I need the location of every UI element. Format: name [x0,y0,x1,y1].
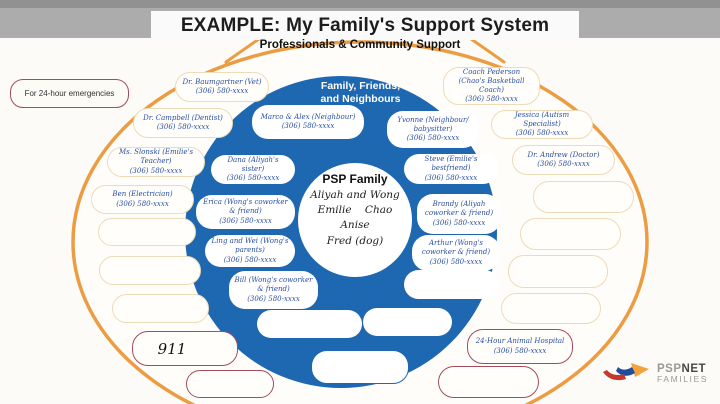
contact-name: Ben (Electrician) [112,190,173,199]
contact-oval-arthur: Arthur (Wong's coworker & friend) (306) … [412,235,500,271]
family-circle-label-line2: and Neighbours [320,93,401,106]
logo-families: FAMILIES [657,373,709,384]
contact-oval-bill: Bill (Wong's coworker & friend) (306) 58… [229,271,318,309]
contact-oval-campbell: Dr. Campbell (Dentist) (306) 580-xxxx [133,108,233,138]
contact-name: Steve (Emilie's bestfriend) [424,155,478,173]
contact-oval-pederson: Coach Pederson (Chao's Basketball Coach)… [443,67,540,105]
logo-psp: PSP [657,362,682,375]
emergency-note: For 24-hour emergencies [10,79,129,108]
contact-name: Dana (Aliyah's sister) [227,155,279,173]
empty-contact-oval [501,293,601,324]
contact-phone: (306) 580-xxxx [195,87,249,95]
contact-phone: (306) 580-xxxx [156,123,210,131]
contact-name: Ling and Wei (Wong's parents) [211,237,289,255]
contact-phone: (306) 580-xxxx [493,346,547,355]
contact-name: Yvonne (Neighbour/ babysitter) [397,115,469,133]
family-member: Fred (dog) [326,234,384,247]
contact-name: Ms. Slonski (Emilie's Teacher) [118,148,194,166]
contact-phone: (306) 580-xxxx [226,174,280,183]
contact-oval-animal-hospital: 24-Hour Animal Hospital (306) 580-xxxx [467,329,573,364]
logo-text: PSPNET FAMILIES [657,363,708,384]
contact-phone: (306) 580-xxxx [515,129,569,138]
empty-contact-oval [98,218,196,246]
psp-family-title: PSP Family [322,172,388,186]
contact-phone: (306) 580-xxxx [129,166,183,175]
contact-oval-ling-wei: Ling and Wei (Wong's parents) (306) 580-… [205,235,295,267]
contact-oval-steve: Steve (Emilie's bestfriend) (306) 580-xx… [404,154,498,184]
empty-contact-oval [508,255,608,288]
empty-emergency-oval [438,366,539,398]
contact-name: Arthur (Wong's coworker & friend) [421,239,491,257]
contact-phone: (306) 580-xxxx [281,122,335,130]
empty-contact-oval [363,308,452,336]
contact-name: Coach Pederson (Chao's Basketball Coach) [458,67,525,94]
contact-oval-dana: Dana (Aliyah's sister) (306) 580-xxxx [211,155,295,184]
title-box: EXAMPLE: My Family's Support System [151,11,579,40]
contact-phone: (306) 580-xxxx [247,294,300,303]
contact-name: 24-Hour Animal Hospital [475,337,565,346]
contact-name: Jessica (Autism Specialist) [514,110,570,128]
contact-phone: (306) 580-xxxx [465,95,518,104]
contact-oval-yvonne: Yvonne (Neighbour/ babysitter) (306) 580… [387,111,479,148]
contact-phone: (306) 580-xxxx [223,255,277,264]
pspnet-families-logo: PSPNET FAMILIES [601,362,708,384]
outer-zone-label: Professionals & Community Support [259,39,461,51]
contact-phone: (306) 580-xxxx [537,160,590,168]
contact-phone: (306) 580-xxxx [424,173,478,182]
contact-oval-marco: Marco & Alex (Neighbour) (306) 580-xxxx [252,105,364,139]
contact-oval-ben: Ben (Electrician) (306) 580-xxxx [91,185,194,214]
contact-name: Dr. Andrew (Doctor) [527,150,600,159]
empty-contact-oval [533,181,634,213]
empty-contact-oval [520,218,621,250]
psp-family-content: PSP Family Aliyah and Wong Emilie Chao A… [298,163,412,277]
contact-oval-erica: Erica (Wong's coworker & friend) (306) 5… [196,195,295,229]
empty-contact-oval [311,350,409,384]
contact-name: Dr. Campbell (Dentist) [143,113,223,122]
contact-name: Brandy (Aliyah coworker & friend) [424,200,494,218]
logo-swoosh-icon [603,363,649,381]
contact-phone: (306) 580-xxxx [429,257,483,266]
contact-phone: (306) 580-xxxx [116,199,169,208]
contact-name: Erica (Wong's coworker & friend) [203,198,288,216]
contact-name: Bill (Wong's coworker & friend) [234,276,313,294]
logo-net: NET [681,362,707,375]
empty-emergency-oval [186,370,274,398]
contact-phone: (306) 580-xxxx [406,134,460,143]
family-member: Emilie Chao [317,204,393,217]
empty-contact-oval [257,310,362,338]
contact-oval-baumgartner: Dr. Baumgartner (Vet) (306) 580-xxxx [175,72,269,102]
contact-phone: (306) 580-xxxx [432,218,486,227]
header-bar: EXAMPLE: My Family's Support System [0,0,720,40]
family-circle-label-line1: Family, Friends, [320,80,401,92]
contact-phone: (306) 580-xxxx [219,216,272,225]
contact-name: Marco & Alex (Neighbour) [260,112,356,121]
contact-oval-andrew: Dr. Andrew (Doctor) (306) 580-xxxx [512,145,615,175]
contact-oval-jessica: Jessica (Autism Specialist) (306) 580-xx… [491,110,593,139]
psp-family-circle [298,163,412,277]
page-title: EXAMPLE: My Family's Support System [180,14,550,36]
family-circle-label: Family, Friends, and Neighbours [288,80,433,106]
family-member: Aliyah and Wong [310,189,400,201]
emergency-number: 911 [157,339,187,358]
contact-oval-911: 911 [132,331,238,366]
empty-contact-oval [404,270,499,299]
contact-name: Dr. Baumgartner (Vet) [182,77,262,86]
empty-contact-oval [99,256,201,285]
family-member: Anise [340,219,370,232]
contact-oval-slonski: Ms. Slonski (Emilie's Teacher) (306) 580… [107,147,205,177]
contact-oval-brandy: Brandy (Aliyah coworker & friend) (306) … [417,194,501,234]
empty-contact-oval [112,294,209,323]
